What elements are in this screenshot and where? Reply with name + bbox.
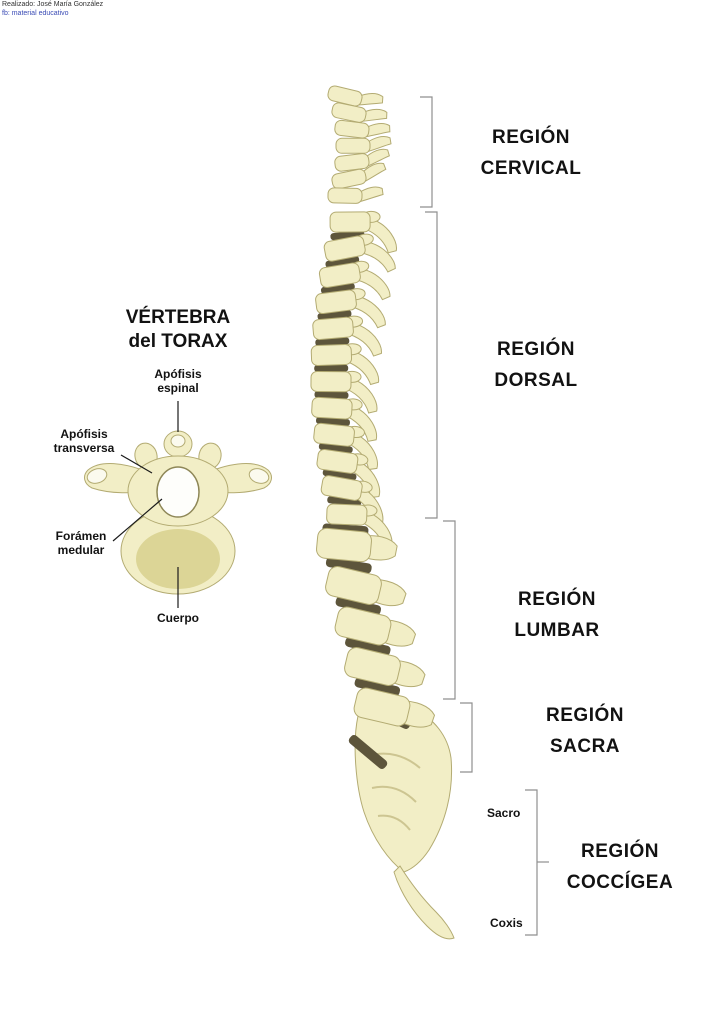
right-process-facet <box>248 468 270 484</box>
vertebra-axial-diagram <box>84 430 272 595</box>
sacrum-bone <box>354 703 453 873</box>
cuerpo-label: Cuerpo <box>157 611 199 625</box>
apofisis-transversa-label: Apófisis transversa <box>53 427 115 456</box>
bracket-dorsal <box>425 211 438 519</box>
credit-line-1: Realizado: José María González <box>2 1 104 8</box>
vertebra-panel-title: VÉRTEBRA del TORAX <box>125 307 231 352</box>
region-brackets <box>420 96 549 936</box>
bracket-lumbar <box>443 520 456 700</box>
bracket-coccigea <box>525 789 538 936</box>
pointer-apofisis-transversa <box>120 454 153 474</box>
bracket-cervical <box>420 96 433 208</box>
coccyx-bone <box>393 865 455 940</box>
apofisis-espinal-label: Apófisis espinal <box>154 367 202 396</box>
region-label-dorsal: REGIÓN DORSAL <box>494 339 578 392</box>
sacrum-coccyx-group <box>354 703 455 940</box>
credit-line-2: fb: material educativo <box>2 9 69 17</box>
region-label-sacra: REGIÓN SACRA <box>546 705 624 758</box>
pointer-foramen-medular <box>112 498 163 542</box>
spinous-facet <box>170 434 186 448</box>
foramen-medular-label: Forámen medular <box>55 529 107 558</box>
region-label-coccigea: REGIÓN COCCÍGEA <box>566 841 674 894</box>
bracket-sacra <box>460 702 473 773</box>
vertebral-body-shading <box>136 529 220 589</box>
coxis-label: Coxis <box>490 916 523 930</box>
vertebral-foramen <box>156 466 200 518</box>
spine-column <box>309 82 438 771</box>
region-label-cervical: REGIÓN CERVICAL <box>480 127 582 180</box>
credit-text: Realizado: José María González fb: mater… <box>2 1 103 19</box>
left-process-facet <box>86 468 108 484</box>
region-label-lumbar: REGIÓN LUMBAR <box>514 589 600 642</box>
sacro-label: Sacro <box>487 806 521 820</box>
pointer-lines <box>112 401 179 608</box>
